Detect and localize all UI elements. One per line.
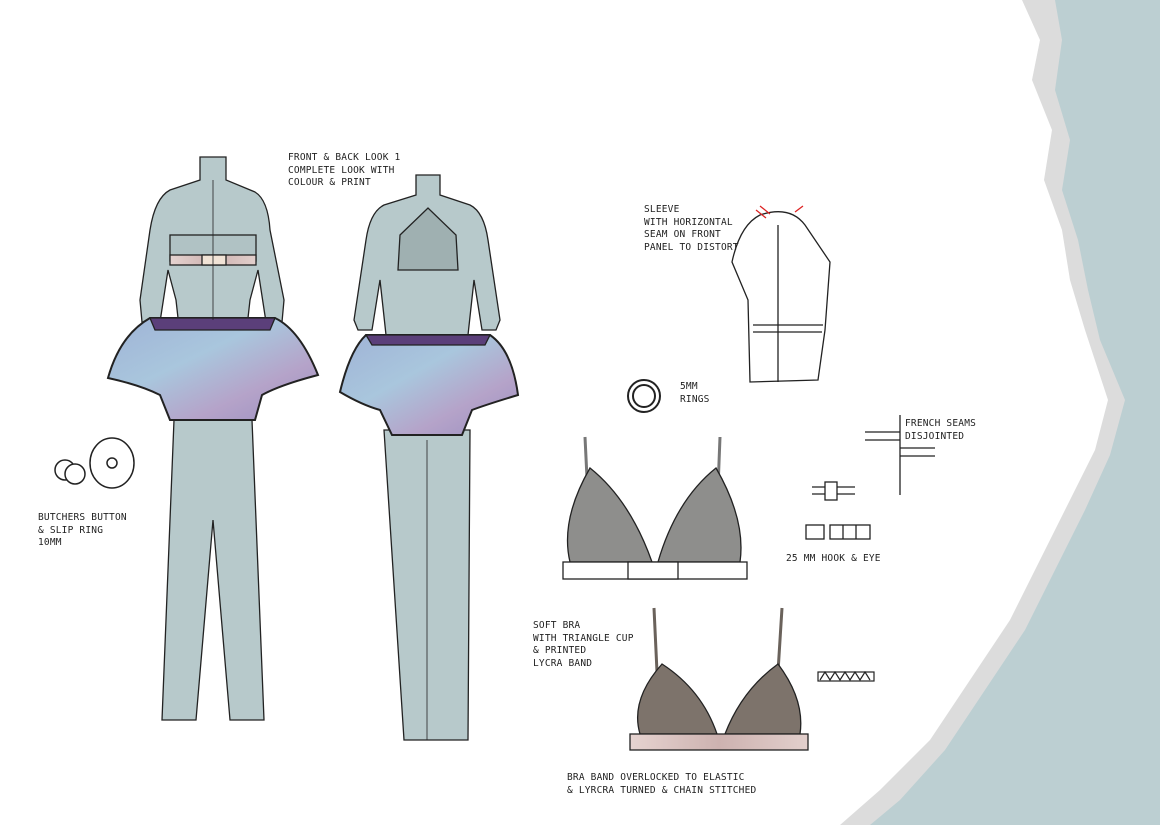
note-line: FRONT & BACK LOOK 1 <box>288 152 401 163</box>
sleeve-pattern <box>731 205 831 383</box>
note-line: 10MM <box>38 537 62 548</box>
front-look-figure <box>106 156 320 721</box>
note-line: DISJOINTED <box>905 430 965 442</box>
note-line: LYCRA BAND <box>533 657 593 669</box>
note-line: COMPLETE LOOK WITH <box>288 164 395 176</box>
note-line: PANEL TO DISTORT <box>644 241 739 253</box>
note-line: & LYRCRA TURNED & CHAIN STITCHED <box>567 784 757 796</box>
note-line: COLOUR & PRINT <box>288 177 371 188</box>
note-line: BRA BAND OVERLOCKED TO ELASTIC <box>567 772 745 783</box>
note-line: & PRINTED <box>533 645 587 656</box>
hook-and-eye-drawing <box>805 481 871 540</box>
taupe-bra-drawing <box>629 607 809 751</box>
note-line: WITH HORIZONTAL <box>644 216 733 228</box>
note-line: RINGS <box>680 393 710 405</box>
note-line: WITH TRIANGLE CUP <box>533 632 634 644</box>
note-line: 25 MM HOOK & EYE <box>786 553 881 564</box>
ring-drawing <box>627 379 661 413</box>
french-seam-drawing <box>865 415 935 495</box>
band-note: BRA BAND OVERLOCKED TO ELASTIC& LYRCRA T… <box>567 772 756 797</box>
note-line: 5MM <box>680 381 698 392</box>
hook-note: 25 MM HOOK & EYE <box>786 553 881 566</box>
back-look-figure <box>338 174 520 741</box>
note-line: SOFT BRA <box>533 620 581 631</box>
grey-bra-drawing <box>562 436 748 580</box>
butchers-button-drawing <box>54 437 135 489</box>
note-line: SEAM ON FRONT <box>644 229 721 240</box>
note-line: BUTCHERS BUTTON <box>38 512 127 523</box>
note-line: FRENCH SEAMS <box>905 418 977 429</box>
chain-stitch-drawing <box>817 670 875 682</box>
torn-paper-panel <box>840 0 1160 825</box>
note-line: & SLIP RING <box>38 524 104 536</box>
note-line: SLEEVE <box>644 204 680 215</box>
